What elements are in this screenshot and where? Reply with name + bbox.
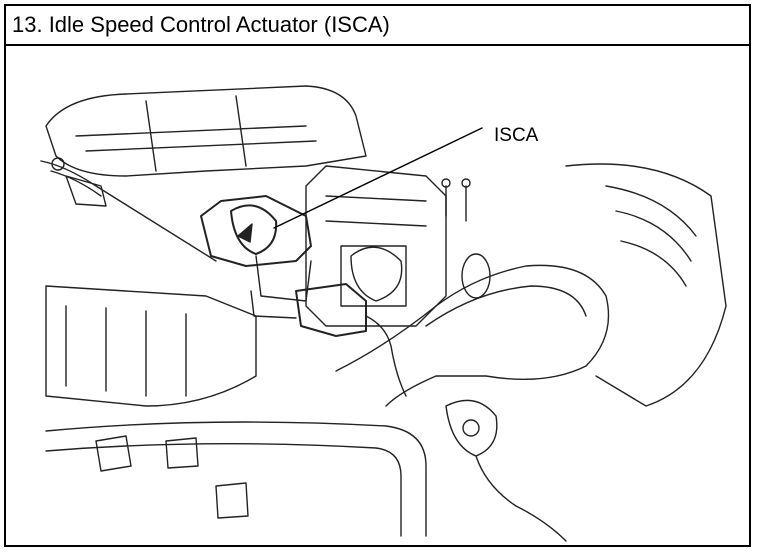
isca-connector: [295, 283, 367, 337]
throttle-bore: [350, 246, 403, 302]
wire-harness: [475, 455, 567, 542]
title-bar: 13. Idle Speed Control Actuator (ISCA): [6, 6, 749, 46]
air-cleaner-ribs: [605, 185, 697, 287]
isca-face: [230, 204, 278, 255]
lower-pipe-2: [45, 442, 402, 537]
connector-wire: [365, 315, 407, 397]
stud-1: [445, 185, 467, 222]
intake-hose: [335, 264, 610, 407]
throttle-cable: [40, 160, 217, 262]
engine-line-drawing: [40, 85, 727, 542]
callout-leader: [273, 127, 483, 229]
isca-bracket: [250, 255, 312, 319]
manifold-runners: [65, 305, 187, 397]
sensor-body: [445, 399, 498, 457]
stud-head-2: [461, 178, 471, 188]
lower-pipe: [45, 421, 427, 537]
sensor-plug: [462, 419, 480, 437]
lower-manifold: [45, 285, 257, 407]
engine-illustration: ISCA: [6, 46, 749, 545]
bracket-bottom: [215, 482, 249, 519]
isca-body: [200, 195, 312, 267]
isca-arrow: [237, 223, 253, 243]
page-title: 13. Idle Speed Control Actuator (ISCA): [12, 12, 390, 37]
stud-head-1: [441, 178, 451, 188]
callout-isca-label: ISCA: [494, 125, 539, 146]
figure-frame: 13. Idle Speed Control Actuator (ISCA): [4, 4, 751, 547]
air-cleaner: [565, 163, 727, 407]
bracket-left: [95, 435, 199, 472]
intake-plenum: [45, 85, 367, 177]
throttle-body-detail: [325, 195, 427, 307]
cable-end: [51, 157, 65, 171]
throttle-body: [305, 165, 447, 327]
cable-bracket: [65, 175, 107, 207]
hose-clamp: [461, 253, 491, 299]
plenum-ribs: [75, 95, 317, 172]
hose-inner: [425, 285, 587, 327]
